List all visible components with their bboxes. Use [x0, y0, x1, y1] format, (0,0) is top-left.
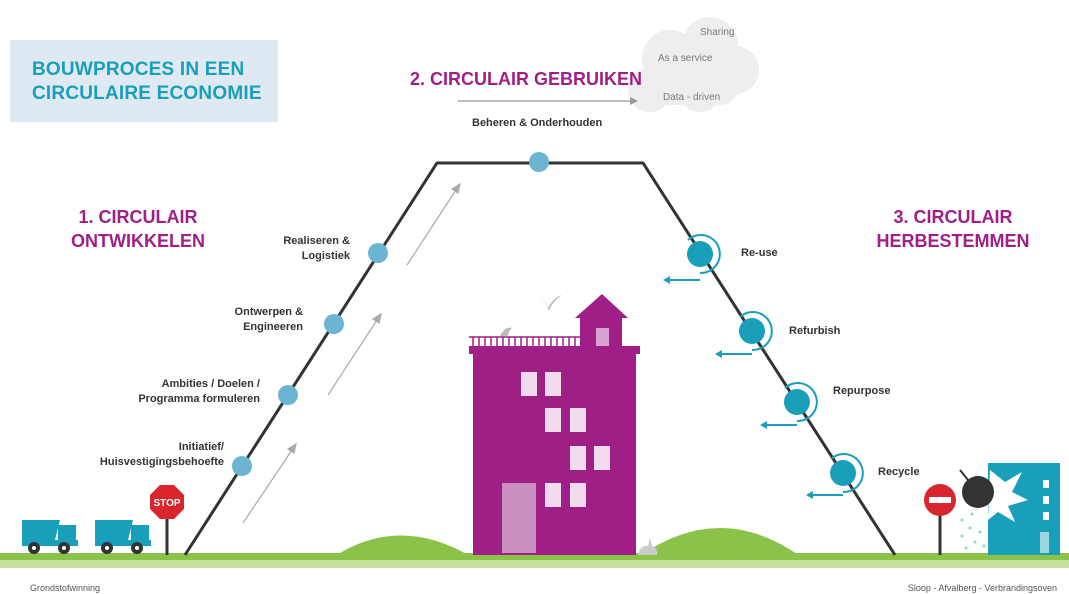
truck-icon: [95, 520, 151, 554]
step-refurbish: Refurbish: [789, 325, 841, 337]
node-realiseren: [368, 243, 388, 263]
phase-develop-line2: ONTWIKKELEN: [71, 231, 205, 251]
cloud-sharing: Sharing: [700, 27, 735, 38]
cloud-service: As a service: [658, 53, 713, 64]
hill-left: [335, 535, 470, 556]
step-ambities-line1: Ambities / Doelen /: [161, 378, 260, 390]
node-recycle: [806, 453, 864, 499]
node-refurbish: [715, 311, 773, 358]
cloud-data: Data - driven: [663, 92, 721, 103]
step-ontwerpen-line2: Engineeren: [243, 321, 303, 333]
step-realiseren-line1: Realiseren &: [283, 235, 350, 247]
footer-right: Sloop - Afvalberg - Verbrandingsoven: [907, 583, 1057, 593]
footer-left: Grondstofwinning: [30, 583, 101, 593]
node-initiatief: [232, 456, 252, 476]
step-ontwerpen-line1: Ontwerpen &: [234, 306, 303, 318]
cloud: [628, 17, 759, 112]
bird-small-icon: [500, 327, 512, 336]
step-beheren: Beheren & Onderhouden: [472, 117, 603, 129]
step-repurpose: Repurpose: [833, 385, 891, 397]
step-initiatief: Initiatief/ Huisvestigingsbehoefte: [2, 440, 224, 470]
hill-right: [640, 528, 800, 556]
rabbit-icon: [638, 538, 658, 555]
node-repurpose: [760, 382, 818, 429]
stop-sign-text: STOP: [153, 498, 180, 509]
ground-road: [0, 560, 1069, 568]
step-ontwerpen: Ontwerpen & Engineeren: [83, 305, 303, 335]
stop-sign-icon: [150, 485, 184, 519]
use-arrow-head: [630, 97, 638, 105]
bird-icon: [537, 292, 562, 311]
title-box: BOUWPROCES IN EEN CIRCULAIRE ECONOMIE: [10, 40, 278, 122]
step-ambities: Ambities / Doelen / Programma formuleren: [40, 377, 260, 407]
step-realiseren: Realiseren & Logistiek: [130, 234, 350, 264]
demolition-icon: [959, 463, 1060, 555]
ground-grass: [0, 553, 1069, 560]
step-recycle: Recycle: [878, 466, 920, 478]
no-entry-bar: [929, 497, 951, 503]
step-realiseren-line2: Logistiek: [301, 250, 350, 262]
phase-repurpose-line1: 3. CIRCULAIR: [893, 207, 1013, 227]
title-line1: BOUWPROCES IN EEN: [32, 59, 245, 80]
phase-use: 2. CIRCULAIR GEBRUIKEN: [410, 69, 643, 89]
truck-icon: [22, 520, 78, 554]
node-ambities: [278, 385, 298, 405]
phase-repurpose: 3. CIRCULAIR HERBESTEMMEN: [868, 205, 1038, 253]
title-line2: CIRCULAIRE ECONOMIE: [32, 83, 262, 104]
progress-arrows: [242, 182, 461, 524]
node-reuse: [663, 234, 721, 284]
step-ambities-line2: Programma formuleren: [138, 393, 260, 405]
phase-develop-line1: 1. CIRCULAIR: [78, 207, 198, 227]
node-beheren: [529, 152, 549, 172]
phase-repurpose-line2: HERBESTEMMEN: [876, 231, 1030, 251]
step-initiatief-line1: Initiatief/: [178, 441, 224, 453]
phase-develop: 1. CIRCULAIR ONTWIKKELEN: [58, 205, 218, 253]
step-initiatief-line2: Huisvestigingsbehoefte: [99, 456, 224, 468]
node-ontwerpen: [324, 314, 344, 334]
step-reuse: Re-use: [741, 247, 778, 259]
building: [469, 294, 640, 555]
